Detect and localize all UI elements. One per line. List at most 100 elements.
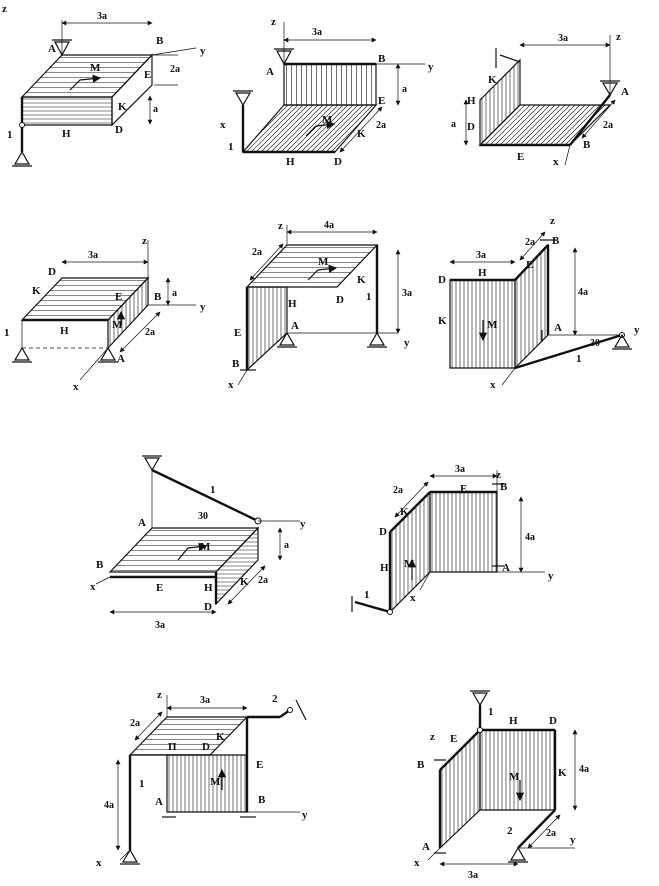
fig7-label-e: E	[156, 582, 163, 594]
fig7-label-b: B	[96, 559, 104, 571]
figure-7: A B E K H D M y x 1 30 3a 2a a	[90, 455, 306, 631]
fig1-support-a	[52, 39, 72, 57]
fig3-dim-width: 2a	[603, 120, 613, 131]
fig5-label-e: E	[234, 327, 241, 339]
fig6-label-d: D	[438, 274, 446, 286]
fig10-label-k: K	[558, 767, 567, 779]
hatch-line	[295, 105, 344, 152]
fig9-dim-height: 4a	[104, 800, 114, 811]
fig4-dim-height: a	[172, 288, 177, 299]
hatch-line	[524, 105, 566, 145]
fig10-front-plate	[479, 729, 556, 811]
fig10-y-label: y	[570, 834, 576, 846]
fig9-dim-width: 2a	[130, 718, 140, 729]
fig2-x-label: x	[220, 119, 226, 131]
hatch-line	[509, 105, 551, 145]
hatch-line	[396, 105, 443, 152]
hatch-line	[635, 105, 659, 145]
hatch-line	[365, 105, 376, 152]
hatch-line	[494, 105, 536, 145]
hatch-line	[243, 105, 289, 152]
fig5-label-d: D	[336, 294, 344, 306]
fig5-dim-width: 2a	[252, 247, 262, 258]
fig1-dim-width: 2a	[170, 64, 180, 75]
fig2-floor-plate	[241, 104, 448, 153]
fig7-dim-width: 2a	[258, 575, 268, 586]
fig9-rod1-label: 1	[139, 778, 145, 790]
fig9-z-label: z	[157, 689, 162, 701]
hatch-line	[285, 105, 334, 152]
hatch-line	[381, 105, 428, 152]
fig6-x-label: x	[490, 379, 496, 391]
hatch-line	[325, 105, 374, 152]
fig2-label-b: B	[378, 53, 386, 65]
hatch-line	[260, 105, 309, 152]
fig1-label-a: A	[48, 43, 56, 55]
fig8-dim-width: 2a	[393, 485, 403, 496]
hatch-line	[514, 105, 556, 145]
fig4-label-k: K	[32, 285, 41, 297]
hatch-line	[255, 105, 304, 152]
fig7-dim-height: a	[284, 540, 289, 551]
fig5-support-a	[277, 331, 297, 348]
fig8-dim-height: 4a	[525, 532, 535, 543]
hatch-line	[480, 105, 516, 145]
hatch-line	[401, 105, 448, 152]
fig4-dim-width: 2a	[145, 327, 155, 338]
figure-3: z A B E K H D x 3a 2a a	[451, 31, 659, 168]
fig1-dim-height: a	[153, 104, 158, 115]
hatch-line	[539, 105, 581, 145]
fig7-label-d: D	[204, 601, 212, 613]
fig5-dim-height: 3a	[402, 288, 412, 299]
fig6-label-a: A	[554, 322, 562, 334]
fig4-side-plate	[107, 276, 149, 350]
fig9-label-h: П	[168, 741, 177, 753]
fig8-label-k: K	[400, 506, 409, 518]
fig10-rod-1	[470, 690, 490, 733]
fig1-front-plate	[21, 53, 153, 127]
fig8-label-b: B	[500, 481, 508, 493]
fig1-label-b: B	[156, 35, 164, 47]
fig3-dim-height: a	[451, 119, 456, 130]
hatch-line	[250, 105, 299, 152]
fig9-label-k: K	[216, 731, 225, 743]
fig7-support-a	[142, 455, 162, 528]
hatch-line	[630, 105, 659, 145]
hatch-line	[330, 105, 376, 152]
hatch-line	[243, 105, 259, 152]
fig6-label-m: M	[487, 319, 498, 331]
fig7-label-h: H	[204, 582, 213, 594]
hatch-line	[480, 105, 496, 145]
fig10-label-h: H	[509, 715, 518, 727]
fig3-back-plate	[479, 58, 521, 147]
fig2-label-k: K	[357, 128, 366, 140]
figure-10: z A B E K H D M y x 1 2 3a 2a 4a	[414, 690, 589, 881]
fig4-z-label: z	[142, 235, 147, 247]
fig6-dim-len: 3a	[476, 250, 486, 261]
fig2-support-a	[274, 48, 294, 66]
fig9-front-plate	[166, 754, 248, 813]
fig3-label-d: D	[467, 121, 475, 133]
fig1-label-m: M	[90, 62, 101, 74]
hatch-line	[270, 105, 319, 152]
fig1-label-h: H	[62, 128, 71, 140]
fig7-label-m: M	[200, 541, 211, 553]
fig7-y-label: y	[300, 518, 306, 530]
fig9-y-label: y	[302, 809, 308, 821]
fig10-label-d: D	[549, 715, 557, 727]
fig9-label-b: B	[258, 794, 266, 806]
fig2-back-plate	[283, 63, 377, 106]
hatch-line	[290, 105, 339, 152]
fig6-label-h: H	[478, 267, 487, 279]
hatch-line	[645, 105, 659, 145]
fig8-y-label: y	[548, 570, 554, 582]
hatch-line	[640, 105, 659, 145]
fig10-label-b: B	[417, 759, 425, 771]
fig6-front-plate	[449, 279, 516, 369]
hatch-line	[544, 105, 586, 145]
fig4-top-plate	[20, 277, 150, 321]
fig5-rod-label: 1	[366, 291, 372, 303]
fig2-label-e: E	[378, 95, 385, 107]
fig5-label-m: M	[318, 256, 329, 268]
